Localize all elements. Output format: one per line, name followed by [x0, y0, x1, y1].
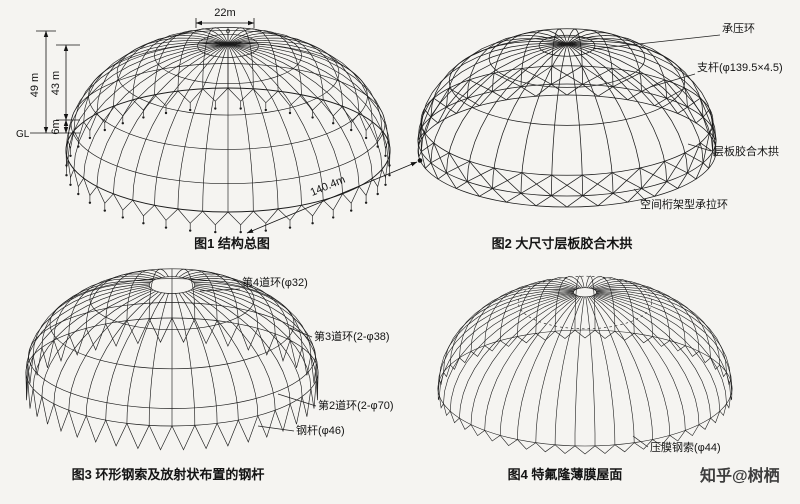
fig2-dome-wireframe — [417, 28, 717, 208]
fig3-dome-wireframe — [25, 268, 319, 451]
fig1-dim-total-height: 49 m — [29, 73, 41, 97]
fig1-dim-base-height: 6m — [50, 119, 62, 134]
fig1-dome-wireframe — [65, 27, 391, 234]
fig1-dim-diameter: 140.4m — [309, 174, 347, 199]
fig1-ground-level-label: GL — [16, 129, 30, 140]
fig4-label-membrane-cable: 压膜钢索(φ44) — [650, 440, 721, 454]
fig3-label-ring2: 第2道环(2-φ70) — [318, 398, 394, 412]
fig2-label-tension-ring: 空间桁架型承拉环 — [640, 197, 728, 211]
fig2-leader-lines — [592, 34, 721, 204]
fig1-dimension-lines — [30, 18, 423, 234]
fig4-caption: 图4 特氟隆薄膜屋面 — [508, 467, 623, 482]
fig3-label-steel-rod: 钢杆(φ46) — [296, 423, 345, 437]
watermark: 知乎@树栖 — [700, 466, 780, 485]
fig3-caption: 图3 环形钢索及放射状布置的钢杆 — [72, 467, 265, 482]
fig4-dome-wireframe — [437, 275, 733, 455]
fig2-label-glulam-arch: 层板胶合木拱 — [713, 144, 779, 158]
fig3-leader-lines — [199, 288, 317, 432]
fig3-label-ring3: 第3道环(2-φ38) — [314, 329, 390, 343]
fig2-caption: 图2 大尺寸层板胶合木拱 — [492, 236, 633, 251]
fig2-label-strut: 支杆(φ139.5×4.5) — [697, 60, 783, 74]
fig1-dim-dome-height: 43 m — [50, 71, 62, 95]
fig3-label-ring4: 第4道环(φ32) — [242, 275, 308, 289]
fig2-label-compression-ring: 承压环 — [722, 22, 755, 35]
fig4-leader-lines — [632, 435, 649, 448]
fig1-caption: 图1 结构总图 — [194, 236, 270, 251]
fig1-dim-span: 22m — [214, 7, 235, 19]
